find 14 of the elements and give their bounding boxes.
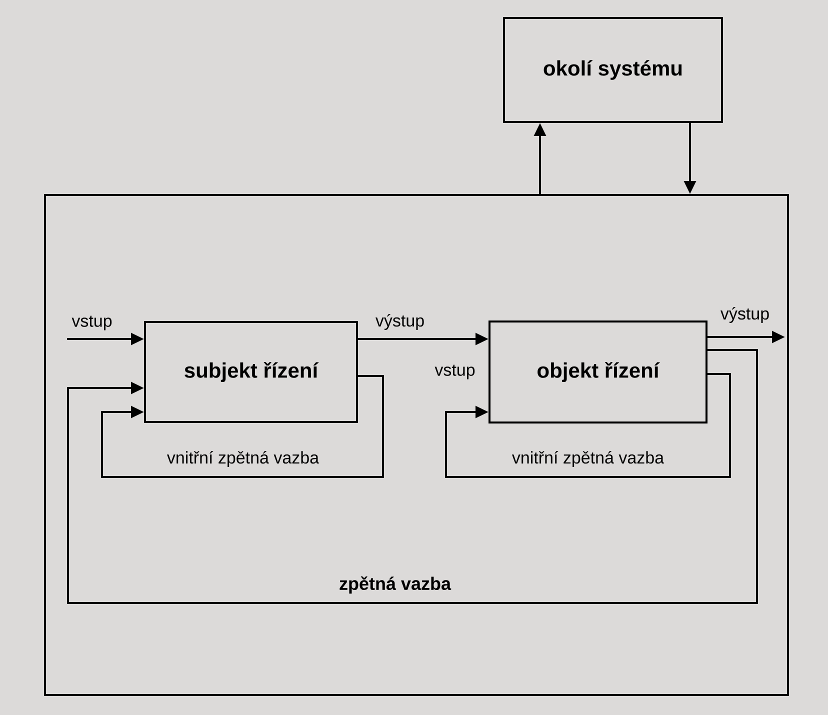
arrow [67,348,758,604]
arrow [445,372,731,478]
process-box: objekt řízení [488,320,708,424]
process-box: okolí systému [503,17,723,123]
edge-label: vnitřní zpětná vazba [166,450,320,468]
system-boundary-box [44,194,789,696]
edge-label: výstup [719,306,771,324]
edge-label: vnitřní zpětná vazba [510,450,666,468]
edge-label: výstup [374,312,426,331]
input-label: vstup [434,364,476,380]
edge-label: vstup [70,314,114,332]
arrow [101,375,384,478]
edge-label: zpětná vazba [338,575,452,595]
process-box: subjekt řízení [144,321,358,423]
